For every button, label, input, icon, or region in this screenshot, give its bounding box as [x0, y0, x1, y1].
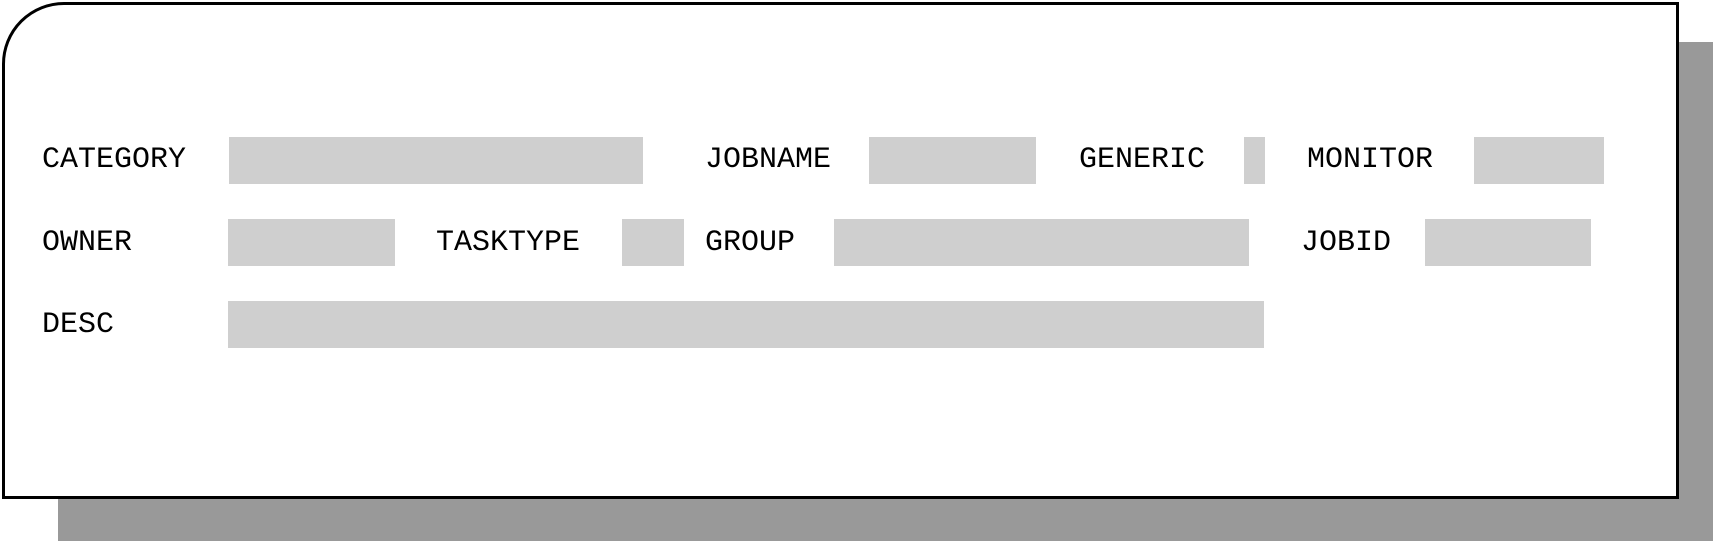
jobid-field[interactable]: [1425, 219, 1591, 266]
desc-field[interactable]: [228, 301, 1264, 348]
generic-field[interactable]: [1244, 137, 1265, 184]
monitor-field[interactable]: [1474, 137, 1604, 184]
jobid-label: JOBID: [1301, 226, 1392, 260]
owner-field[interactable]: [228, 219, 395, 266]
tasktype-field[interactable]: [622, 219, 684, 266]
monitor-label: MONITOR: [1307, 143, 1434, 177]
jobname-label: JOBNAME: [705, 143, 832, 177]
group-label: GROUP: [705, 226, 796, 260]
category-field[interactable]: [229, 137, 643, 184]
owner-label: OWNER: [42, 226, 133, 260]
group-field[interactable]: [834, 219, 1249, 266]
desc-label: DESC: [42, 308, 115, 342]
generic-label: GENERIC: [1079, 143, 1206, 177]
tasktype-label: TASKTYPE: [436, 226, 581, 260]
jobname-field[interactable]: [869, 137, 1036, 184]
category-label: CATEGORY: [42, 143, 187, 177]
